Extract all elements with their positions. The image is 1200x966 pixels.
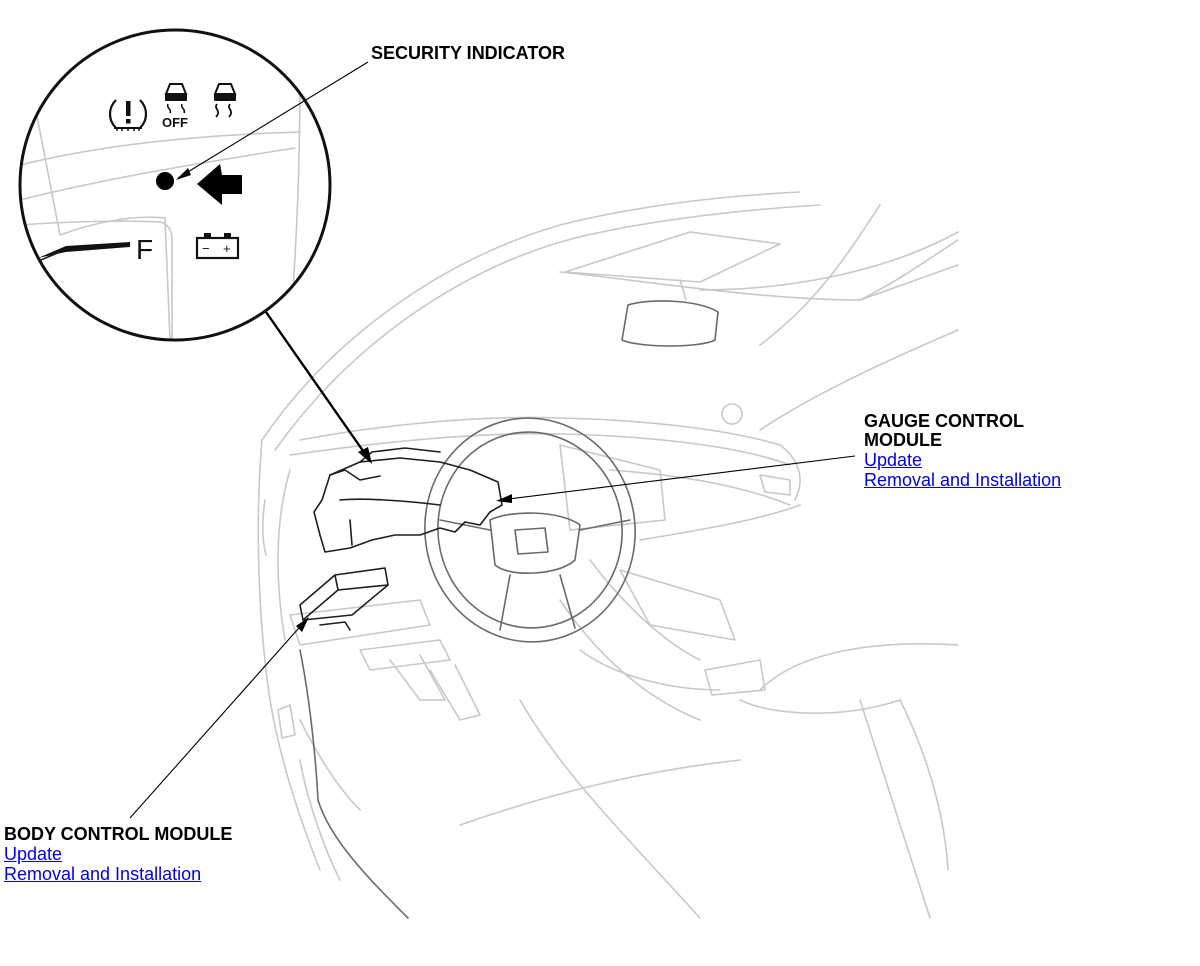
fuel-full-mark: F [136, 234, 153, 265]
body-control-module-shape [299, 567, 389, 631]
leader-arrowhead [358, 447, 372, 464]
leader-lines [129, 61, 856, 819]
body-control-module-update-link[interactable]: Update [4, 844, 63, 864]
body-control-module-label: BODY CONTROL MODULE [4, 824, 233, 844]
battery-minus-sign: − [202, 241, 210, 256]
gauge-control-module-shape [313, 447, 503, 553]
gauge-control-module-removal-link[interactable]: Removal and Installation [864, 470, 1062, 490]
vsa-off-label: OFF [162, 115, 188, 130]
gauge-control-module-label-line1: GAUGE CONTROL [864, 411, 1024, 431]
leader-arrowhead [296, 617, 309, 632]
leader-arrowhead [496, 494, 512, 503]
security-indicator-dot [156, 172, 174, 190]
battery-charge-icon: − + [195, 233, 240, 260]
leader-arrowhead [176, 168, 191, 180]
security-indicator-inset: OFF F − + [18, 28, 332, 342]
tire-pressure-warning-icon [108, 99, 148, 131]
vsa-off-icon: OFF [162, 83, 188, 130]
pointer-arrow-icon [197, 164, 242, 205]
gauge-control-module-update-link[interactable]: Update [864, 450, 923, 470]
gauge-control-module-label-line2: MODULE [864, 430, 942, 450]
steering-wheel [424, 417, 636, 643]
security-indicator-callout: SECURITY INDICATOR [371, 44, 565, 63]
vsa-activation-icon [213, 83, 237, 118]
battery-plus-sign: + [223, 241, 231, 256]
gauge-control-module-callout: GAUGE CONTROL MODULE Update Removal and … [864, 411, 1104, 491]
car-interior-outline [257, 191, 959, 919]
body-control-module-removal-link[interactable]: Removal and Installation [4, 864, 202, 884]
security-indicator-label: SECURITY INDICATOR [371, 43, 566, 63]
body-control-module-callout: BODY CONTROL MODULE Update Removal and I… [4, 824, 233, 885]
